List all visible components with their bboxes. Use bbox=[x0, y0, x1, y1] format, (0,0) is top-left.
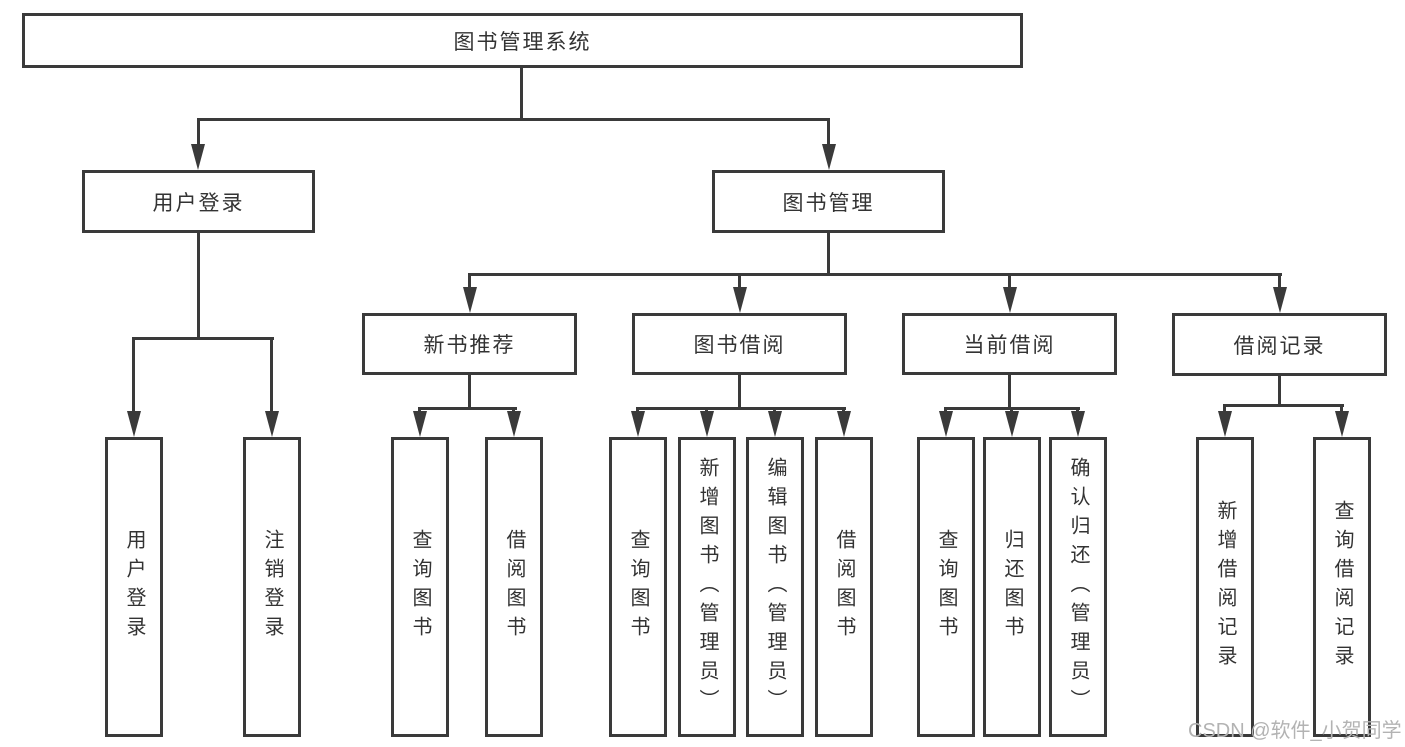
leaf-borrow-books-recommend: 借阅图书 bbox=[485, 437, 543, 737]
connector-borrowing-records-stem bbox=[1278, 376, 1281, 404]
node-book-borrowing: 图书借阅 bbox=[632, 313, 847, 375]
connector-book-borrowing-stem bbox=[738, 375, 741, 407]
leaf-edit-books-admin: 编辑图书（管理员） bbox=[746, 437, 804, 737]
leaf-query-books-current: 查询图书 bbox=[917, 437, 975, 737]
arrowhead-new-book-icon bbox=[463, 287, 477, 313]
node-current-borrowing: 当前借阅 bbox=[902, 313, 1117, 375]
connector-user-login-bus bbox=[132, 337, 274, 340]
connector-drop-login-leaf bbox=[132, 337, 135, 415]
connector-borrowing-records-bus bbox=[1223, 404, 1344, 407]
arrowhead-borrow-books-2-icon bbox=[837, 411, 851, 437]
arrowhead-login-leaf-icon bbox=[127, 411, 141, 437]
connector-root-stem bbox=[520, 68, 523, 118]
arrowhead-logout-leaf-icon bbox=[265, 411, 279, 437]
connector-current-borrowing-stem bbox=[1008, 375, 1011, 407]
connector-drop-current-borrowing bbox=[1008, 273, 1011, 289]
arrowhead-borrowing-records-icon bbox=[1273, 287, 1287, 313]
arrowhead-edit-books-icon bbox=[768, 411, 782, 437]
leaf-logout-login: 注销登录 bbox=[243, 437, 301, 737]
leaf-query-books-recommend: 查询图书 bbox=[391, 437, 449, 737]
leaf-confirm-return-admin: 确认归还（管理员） bbox=[1049, 437, 1107, 737]
connector-drop-borrowing-records bbox=[1278, 273, 1281, 289]
arrowhead-query-books-3-icon bbox=[939, 411, 953, 437]
connector-user-login-stem bbox=[197, 233, 200, 337]
node-new-book-recommendation: 新书推荐 bbox=[362, 313, 577, 375]
connector-drop-query-borrow-record bbox=[1340, 404, 1343, 415]
leaf-add-books-admin: 新增图书（管理员） bbox=[678, 437, 736, 737]
leaf-borrow-books-borrowing: 借阅图书 bbox=[815, 437, 873, 737]
arrowhead-add-borrow-record-icon bbox=[1218, 411, 1232, 437]
connector-new-book-stem bbox=[468, 375, 471, 407]
connector-drop-book-management bbox=[827, 118, 830, 148]
leaf-query-borrow-record: 查询借阅记录 bbox=[1313, 437, 1371, 737]
arrowhead-book-borrowing-icon bbox=[733, 287, 747, 313]
connector-drop-logout-leaf bbox=[270, 337, 273, 415]
csdn-watermark: CSDN @软件_小贺同学 bbox=[1188, 720, 1402, 742]
leaf-user-login: 用户登录 bbox=[105, 437, 163, 737]
arrowhead-query-books-1-icon bbox=[413, 411, 427, 437]
node-library-management-system: 图书管理系统 bbox=[22, 13, 1023, 68]
arrowhead-borrow-books-1-icon bbox=[507, 411, 521, 437]
connector-drop-add-borrow-record bbox=[1223, 404, 1226, 415]
arrowhead-user-login-icon bbox=[191, 144, 205, 170]
arrowhead-query-borrow-record-icon bbox=[1335, 411, 1349, 437]
arrowhead-confirm-return-icon bbox=[1071, 411, 1085, 437]
connector-book-borrowing-bus bbox=[636, 407, 846, 410]
leaf-query-books-borrowing: 查询图书 bbox=[609, 437, 667, 737]
arrowhead-return-books-icon bbox=[1005, 411, 1019, 437]
arrowhead-query-books-2-icon bbox=[631, 411, 645, 437]
connector-book-management-bus bbox=[468, 273, 1282, 276]
node-book-management: 图书管理 bbox=[712, 170, 945, 233]
node-user-login: 用户登录 bbox=[82, 170, 315, 233]
arrowhead-current-borrowing-icon bbox=[1003, 287, 1017, 313]
connector-root-bus bbox=[197, 118, 830, 121]
node-borrowing-records: 借阅记录 bbox=[1172, 313, 1387, 376]
connector-drop-book-borrowing bbox=[738, 273, 741, 289]
leaf-add-borrow-record: 新增借阅记录 bbox=[1196, 437, 1254, 737]
connector-book-management-stem bbox=[827, 233, 830, 275]
arrowhead-book-management-icon bbox=[822, 144, 836, 170]
connector-new-book-bus bbox=[418, 407, 517, 410]
connector-drop-user-login bbox=[197, 118, 200, 148]
leaf-return-books: 归还图书 bbox=[983, 437, 1041, 737]
arrowhead-add-books-icon bbox=[700, 411, 714, 437]
connector-drop-new-book bbox=[468, 273, 471, 289]
